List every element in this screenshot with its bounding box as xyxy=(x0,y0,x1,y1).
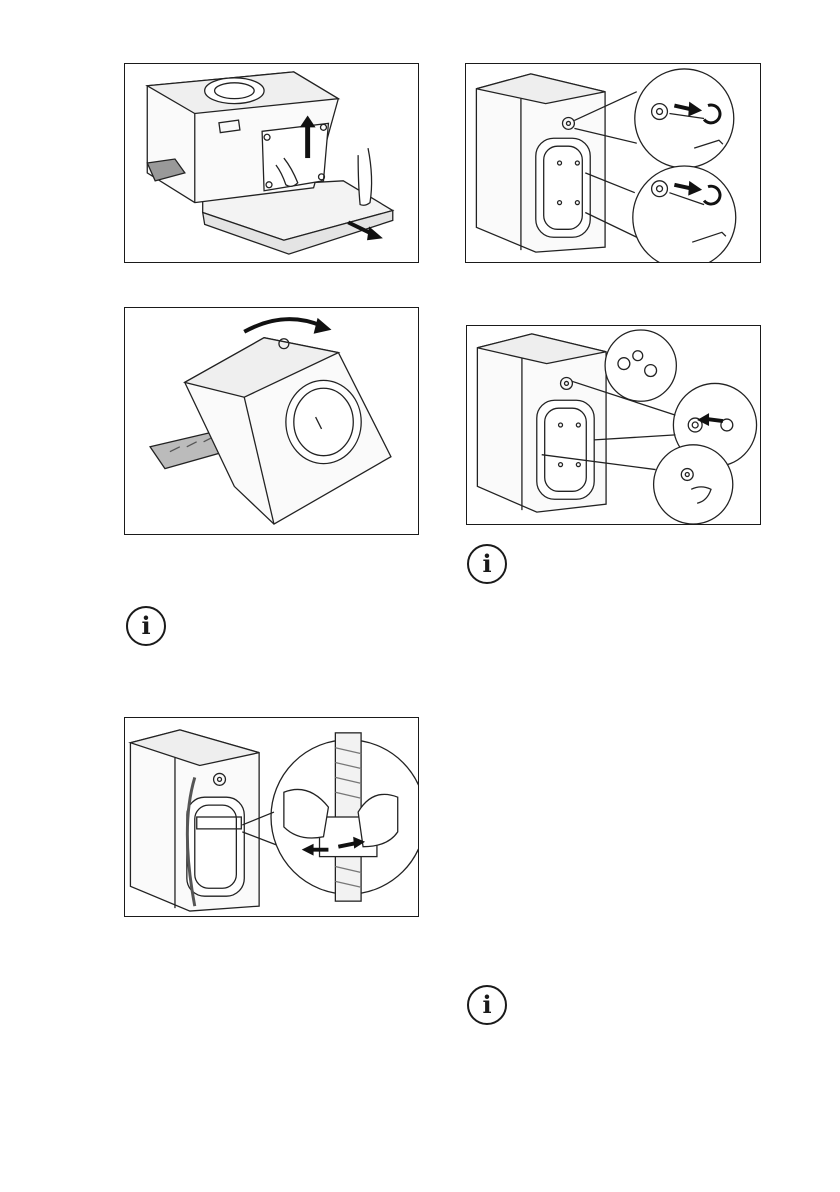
figure-insert-plastic-caps xyxy=(466,325,761,525)
packaging-base-illustration xyxy=(125,64,418,262)
info-icon: i xyxy=(467,985,507,1025)
figure-remove-rear-transit-bolts xyxy=(465,63,761,263)
info-icon: i xyxy=(467,544,507,584)
info-glyph: i xyxy=(141,614,150,638)
insert-caps-illustration xyxy=(467,326,760,524)
figure-release-hose-clips xyxy=(124,717,419,917)
info-icon: i xyxy=(126,606,166,646)
info-glyph: i xyxy=(482,993,491,1017)
figure-tilt-machine-remove-polystyrene xyxy=(124,307,419,535)
tilt-machine-illustration xyxy=(125,308,418,534)
info-glyph: i xyxy=(482,552,491,576)
transit-bolts-illustration xyxy=(466,64,760,262)
hose-clips-illustration xyxy=(125,718,418,916)
figure-remove-packaging-base xyxy=(124,63,419,263)
